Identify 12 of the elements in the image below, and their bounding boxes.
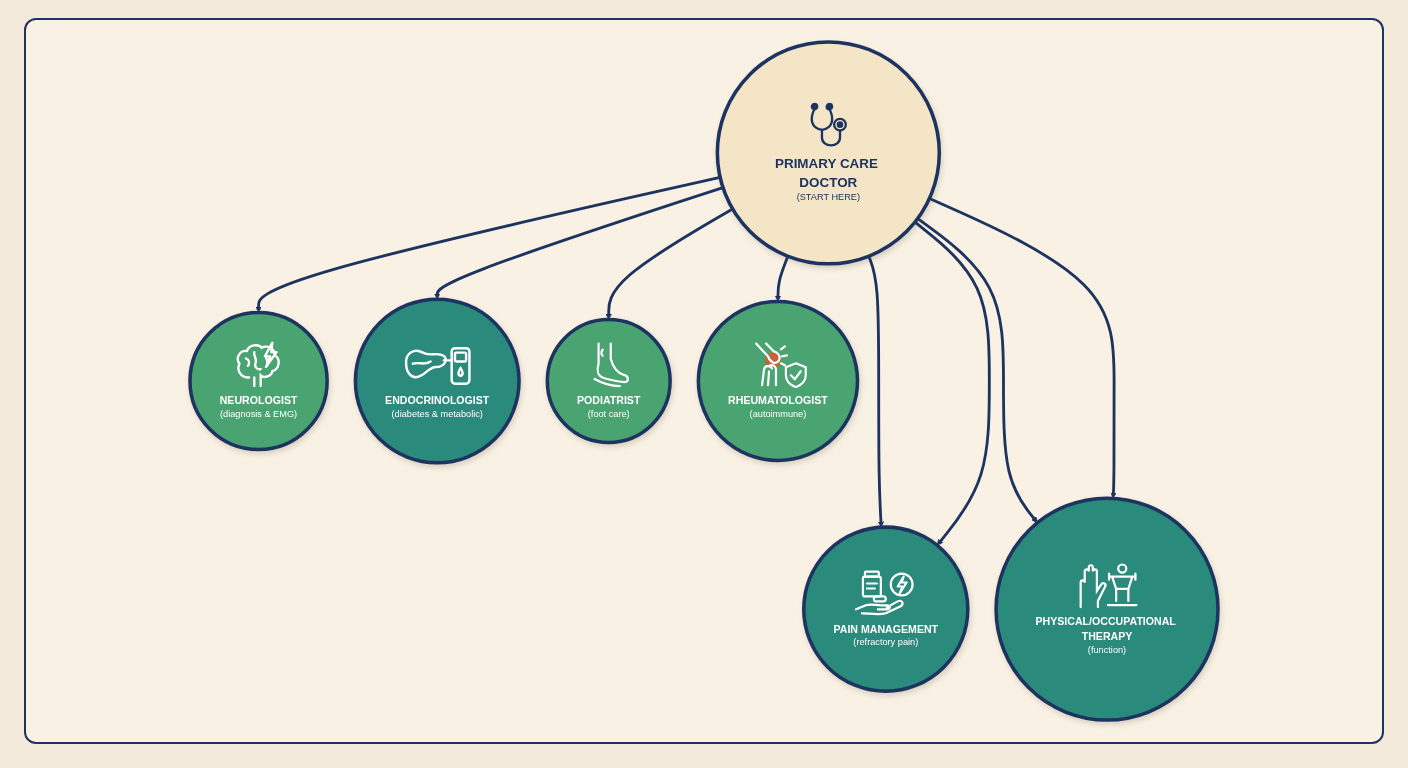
node-circle: NEUROLOGIST (diagnosis & EMG) — [188, 310, 329, 452]
node-circle: PHYSICAL/OCCUPATIONAL THERAPY (function) — [994, 496, 1220, 722]
arrow — [605, 207, 734, 320]
node-circle: RHEUMATOLOGIST (autoimmune) — [696, 299, 860, 463]
arrow — [914, 221, 991, 546]
arrow — [916, 217, 1038, 523]
node-circle: PODIATRIST (foot care) — [545, 317, 672, 445]
node-circle: ENDOCRINOLOGIST (diabetes & metabolic) — [353, 297, 521, 465]
node-circle: PAIN MANAGEMENT (refractory pain) — [802, 525, 970, 693]
node-circle: PRIMARY CARE DOCTOR (START HERE) — [715, 40, 942, 266]
arrow — [774, 255, 790, 302]
arrow — [867, 255, 885, 528]
